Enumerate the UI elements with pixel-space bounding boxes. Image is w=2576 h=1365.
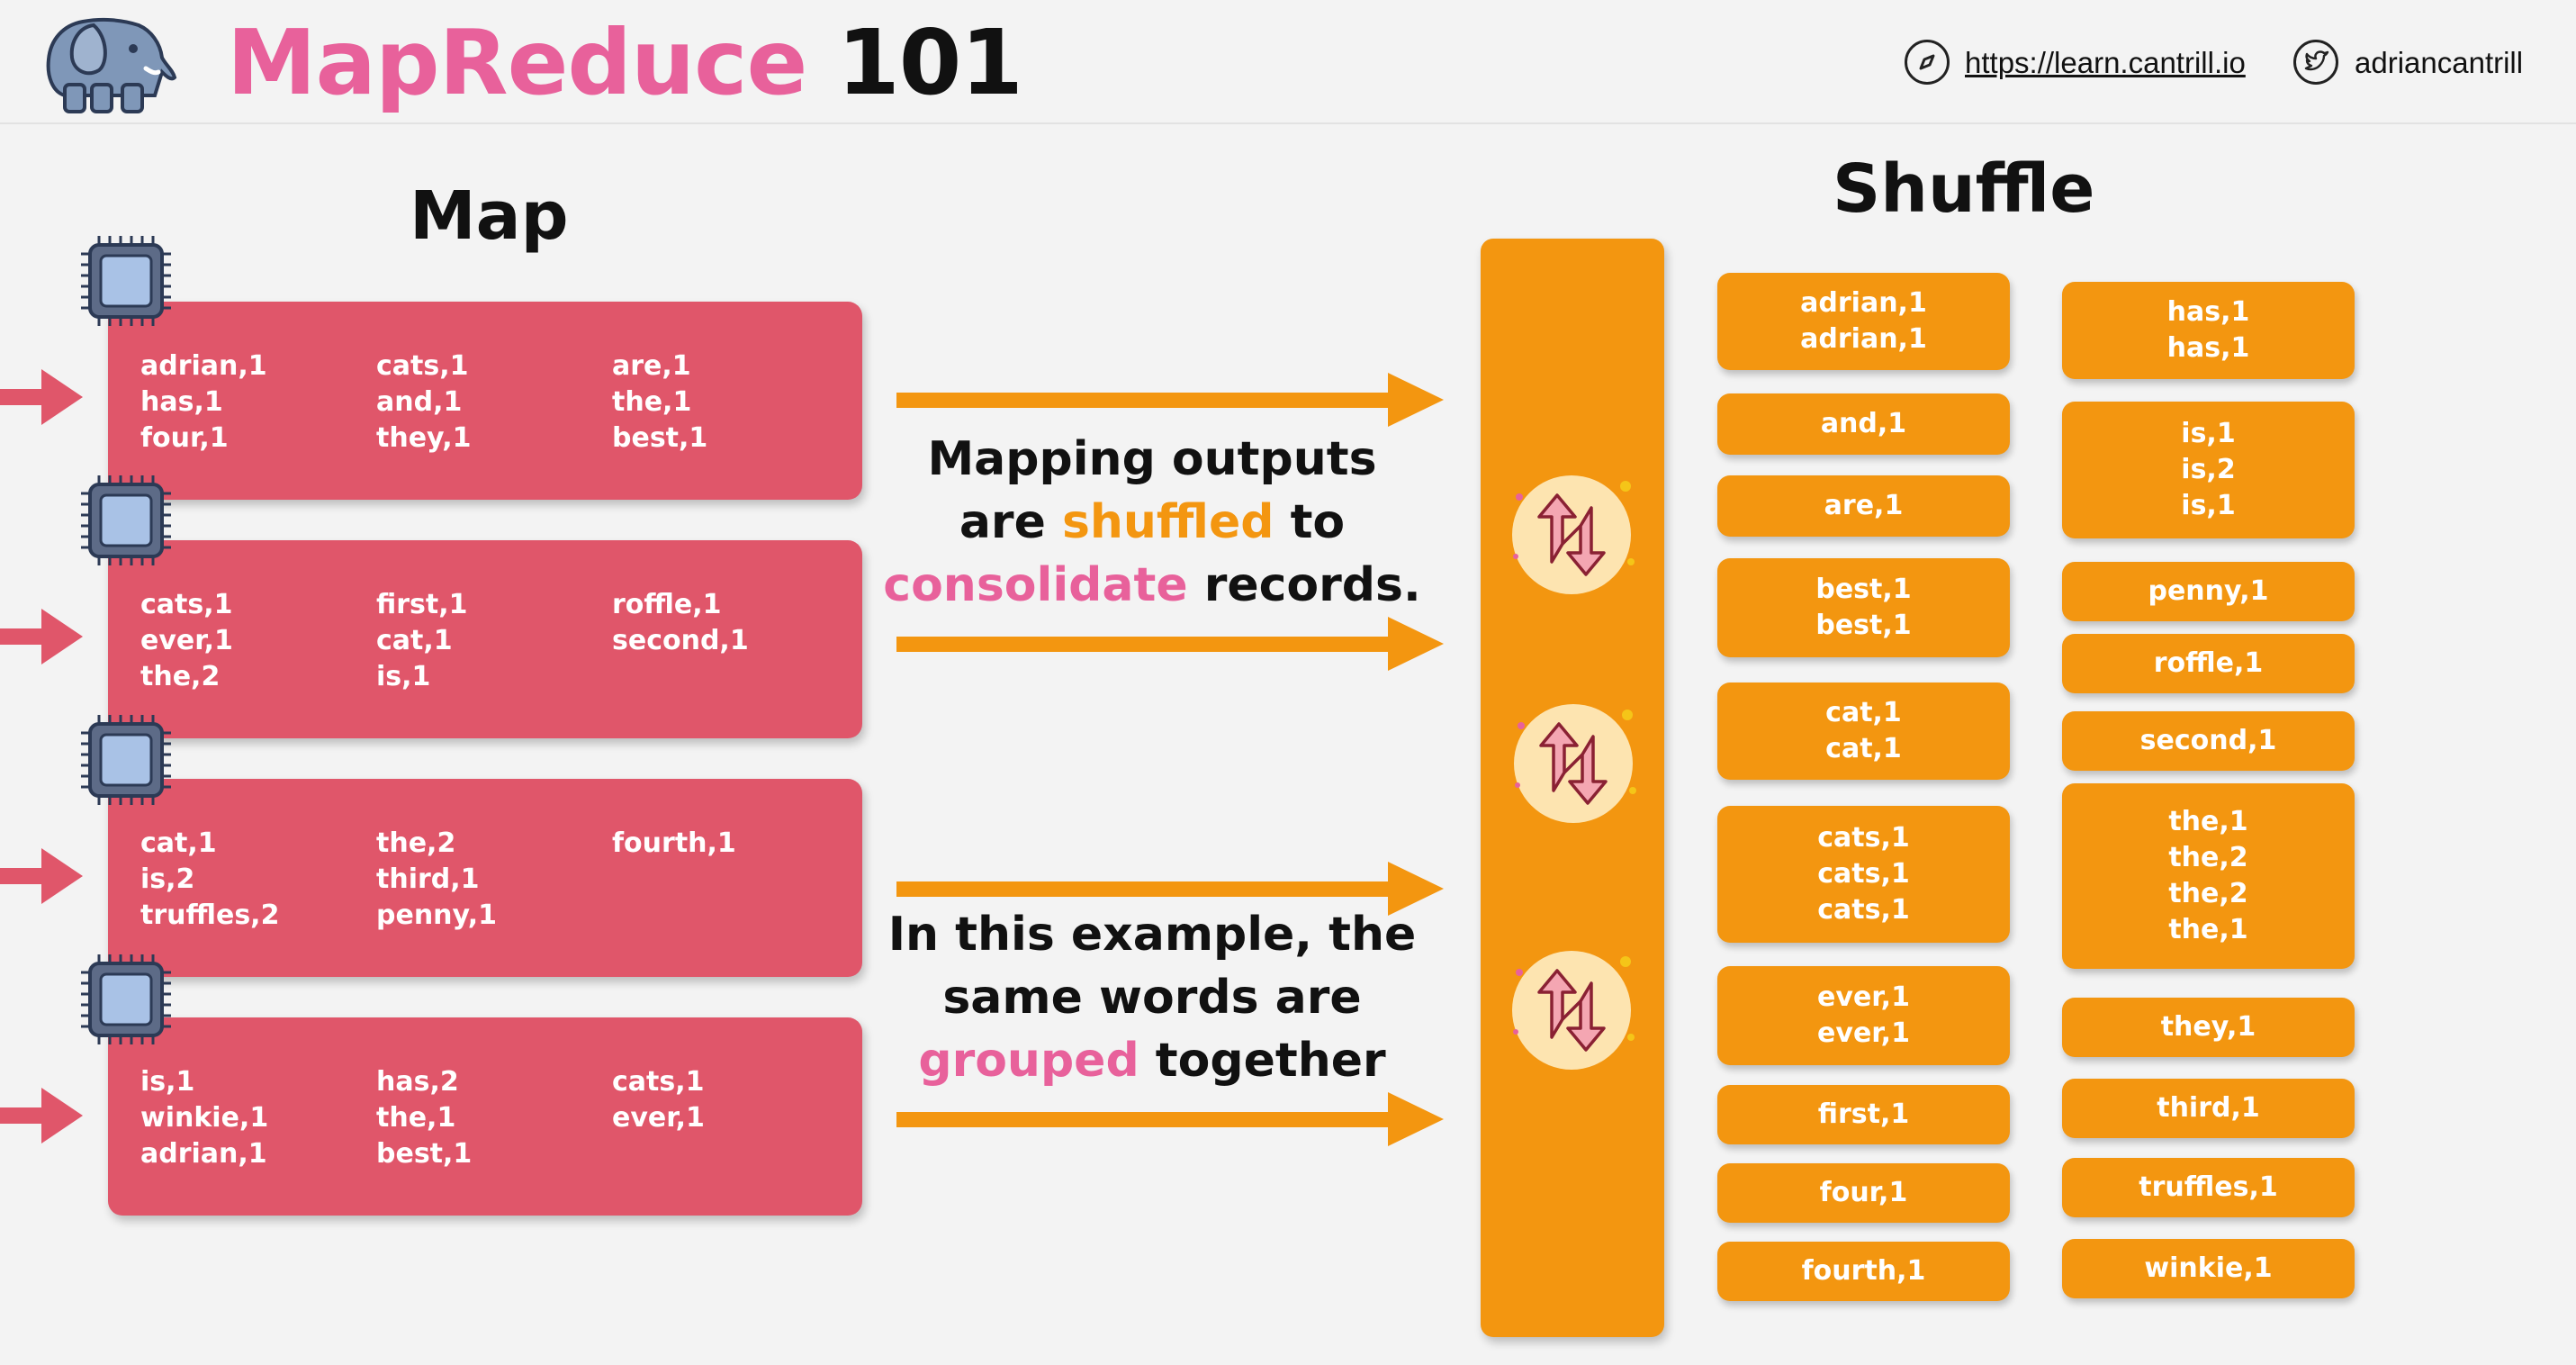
shuffle-group: ever,1 ever,1 [1717, 966, 2010, 1065]
mapper-column: first,1 cat,1 is,1 [376, 589, 468, 692]
mapper-box: cats,1 ever,1 the,2 first,1 cat,1 is,1 r… [108, 540, 862, 738]
cpu-chip-icons [79, 234, 173, 1046]
cpu-chip-icon [79, 713, 173, 807]
shuffle-group: has,1 has,1 [2062, 282, 2355, 379]
caption-line: are shuffled to [882, 491, 1422, 554]
cpu-chip-icon [79, 234, 173, 328]
caption-highlight: grouped [918, 1034, 1139, 1088]
elephant-logo-icon [46, 17, 177, 113]
site-link[interactable]: https://learn.cantrill.io [1965, 46, 2246, 79]
shuffle-group: best,1 best,1 [1717, 558, 2010, 657]
caption-grouped: In this example, the same words are grou… [882, 903, 1422, 1092]
shuffle-group: second,1 [2062, 711, 2355, 771]
shuffle-icon [1512, 702, 1638, 825]
cpu-chip-icon [79, 953, 173, 1046]
caption-highlight: consolidate [883, 558, 1188, 612]
mapper-column: cats,1 and,1 they,1 [376, 350, 472, 454]
mapper-box: cat,1 is,2 truffles,2 the,2 third,1 penn… [108, 779, 862, 977]
title-mapreduce: MapReduce [227, 10, 807, 115]
shuffle-group: winkie,1 [2062, 1239, 2355, 1298]
input-arrows [0, 369, 83, 1144]
shuffle-title: Shuffle [1833, 150, 2095, 228]
shuffle-group: fourth,1 [1717, 1242, 2010, 1301]
shuffle-group: are,1 [1717, 475, 2010, 537]
shuffle-icon [1510, 474, 1636, 596]
caption-text: together [1139, 1034, 1386, 1088]
cpu-chip-icon [79, 474, 173, 567]
shuffle-group: adrian,1 adrian,1 [1717, 273, 2010, 370]
arrow-right-icon [0, 369, 83, 1144]
mapper-column: the,2 third,1 penny,1 [376, 827, 498, 931]
shuffle-group: cats,1 cats,1 cats,1 [1717, 806, 2010, 943]
shuffle-group: third,1 [2062, 1079, 2355, 1138]
shuffle-group: they,1 [2062, 998, 2355, 1057]
shuffle-group: roffle,1 [2062, 634, 2355, 693]
mapper-column: cat,1 is,2 truffles,2 [140, 827, 280, 931]
mapper-column: is,1 winkie,1 adrian,1 [140, 1066, 269, 1170]
shuffle-icons [1510, 474, 1638, 1071]
shuffle-group: is,1 is,2 is,1 [2062, 402, 2355, 538]
caption-line: same words are [942, 971, 1362, 1025]
shuffle-group: and,1 [1717, 393, 2010, 455]
shuffle-group: truffles,1 [2062, 1158, 2355, 1217]
page-title: MapReduce 101 [227, 9, 1023, 117]
caption-highlight: shuffled [1061, 495, 1274, 549]
caption-text: to [1274, 495, 1346, 549]
output-arrows [896, 373, 1444, 1146]
twitter-bird-icon [2293, 40, 2338, 85]
mapper-column: has,2 the,1 best,1 [376, 1066, 473, 1170]
caption-shuffle: Mapping outputs are shuffled to consolid… [882, 428, 1422, 617]
mapper-column: roffle,1 second,1 [612, 589, 749, 656]
mapper-box: adrian,1 has,1 four,1 cats,1 and,1 they,… [108, 302, 862, 500]
mapper-column: cats,1 ever,1 [612, 1066, 705, 1134]
mapper-column: fourth,1 [612, 827, 736, 859]
caption-text: records. [1187, 558, 1421, 612]
caption-line: grouped together [882, 1029, 1422, 1092]
caption-line: In this example, the [887, 908, 1417, 962]
mapper-box: is,1 winkie,1 adrian,1 has,2 the,1 best,… [108, 1017, 862, 1216]
title-101: 101 [837, 10, 1023, 115]
map-title: Map [410, 177, 569, 255]
compass-icon [1905, 40, 1950, 85]
caption-text: are [959, 495, 1062, 549]
shuffle-group: four,1 [1717, 1163, 2010, 1223]
header-divider [0, 122, 2576, 124]
shuffle-group: first,1 [1717, 1085, 2010, 1144]
shuffle-group: the,1 the,2 the,2 the,1 [2062, 783, 2355, 969]
mapper-column: adrian,1 has,1 four,1 [140, 350, 267, 454]
twitter-link[interactable]: adriancantrill [2355, 46, 2524, 79]
mapper-column: cats,1 ever,1 the,2 [140, 589, 233, 692]
arrow-right-icon [896, 373, 1444, 1146]
mapper-column: are,1 the,1 best,1 [612, 350, 708, 454]
caption-line: Mapping outputs [927, 432, 1377, 486]
shuffle-group: penny,1 [2062, 562, 2355, 621]
shuffle-icon [1510, 949, 1636, 1071]
shuffle-group: cat,1 cat,1 [1717, 682, 2010, 780]
caption-line: consolidate records. [882, 554, 1422, 617]
